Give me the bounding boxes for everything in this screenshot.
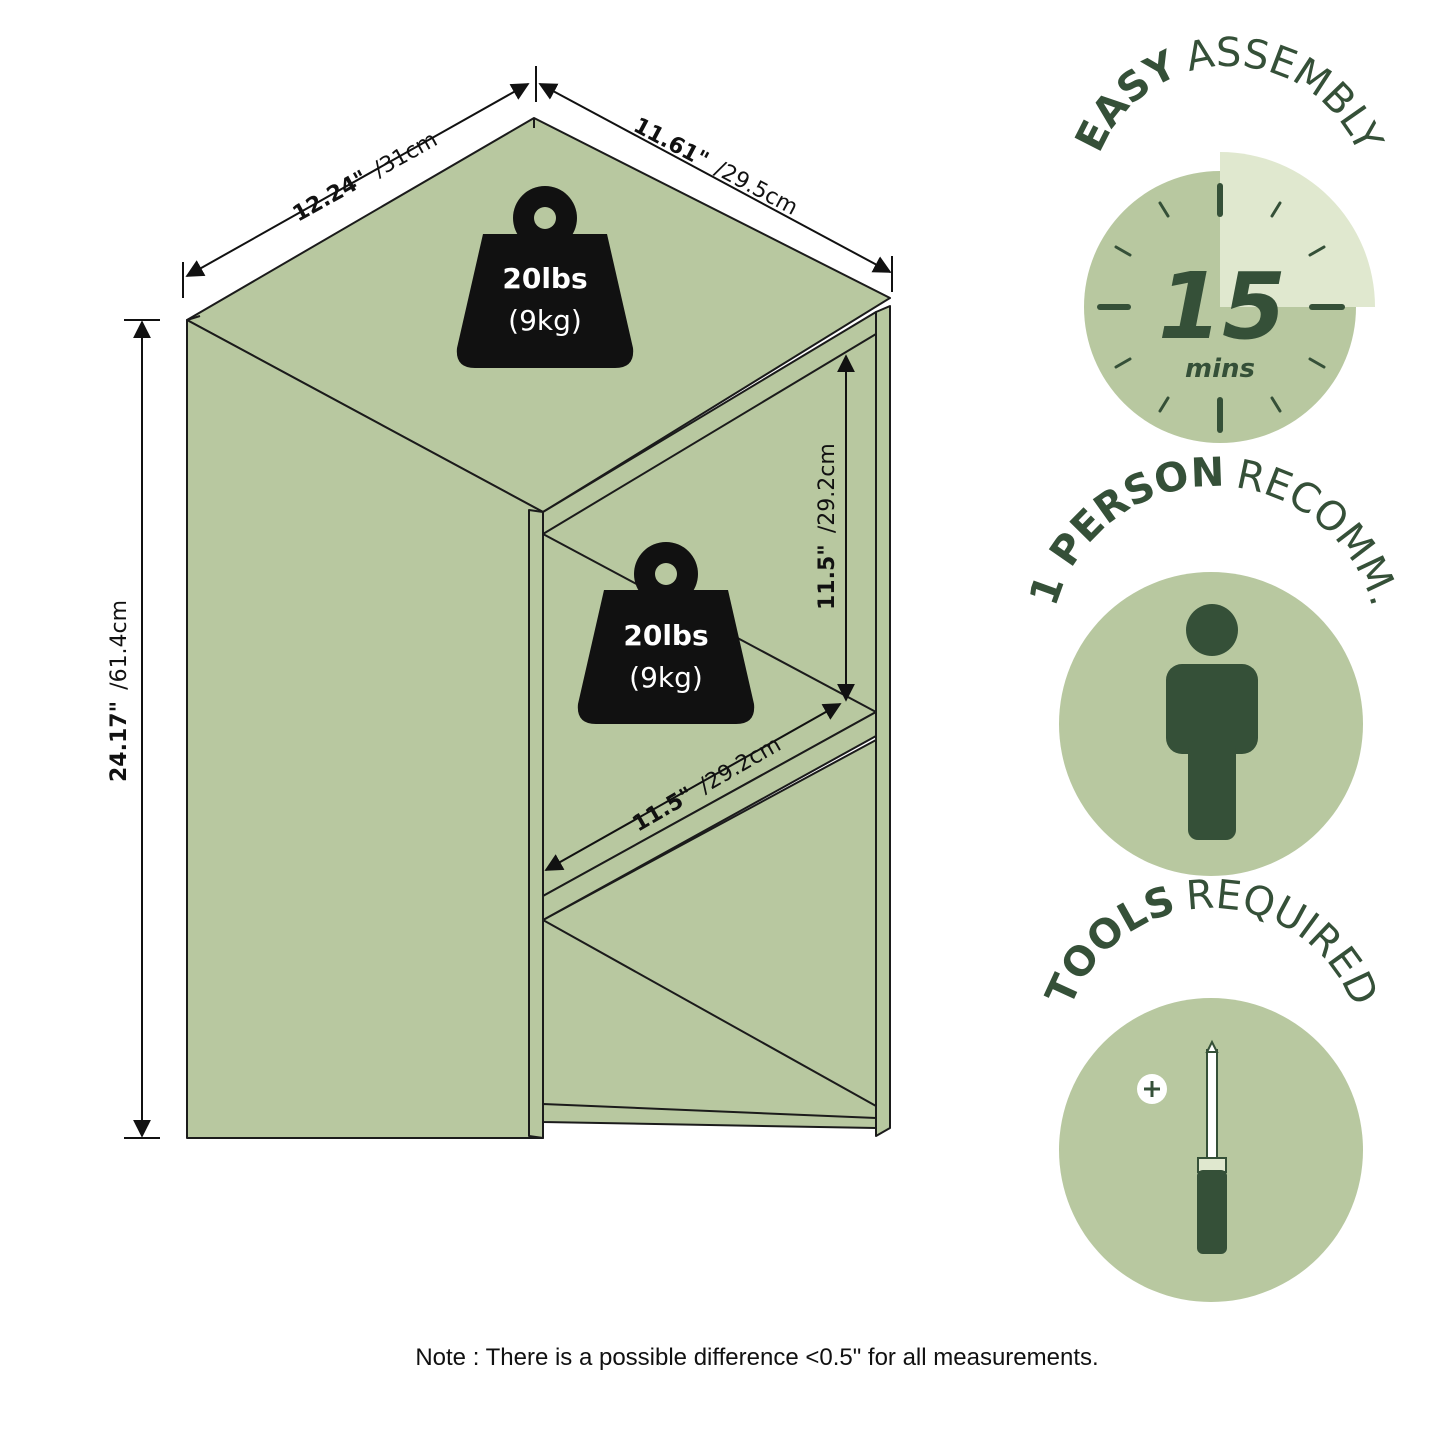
width-inches: 12.24" — [289, 166, 372, 227]
shelf-weight-lbs: 20lbs — [623, 619, 708, 652]
top-weight-kg: (9kg) — [508, 304, 582, 337]
lower-perspective-line — [542, 919, 877, 1107]
easy-assembly-badge: EASYASSEMBLY 15 mins — [1067, 30, 1392, 443]
screwdriver-icon — [1197, 1039, 1227, 1254]
assembly-minutes: 15 — [1158, 253, 1286, 360]
height-label: 24.17" /61.4cm — [107, 600, 132, 782]
person-icon — [1166, 604, 1258, 840]
cabinet-front-edge — [528, 509, 544, 1139]
dimension-lines — [124, 66, 893, 1139]
depth-inches: 11.61" — [629, 113, 712, 173]
shelf-weight-icon: 20lbs (9kg) — [577, 542, 755, 724]
top-slab-edge — [542, 311, 877, 535]
shelf-height-inches: 11.5" — [815, 544, 840, 610]
height-cm: /61.4cm — [107, 600, 132, 690]
height-inches: 24.17" — [107, 701, 132, 782]
top-weight-icon: 20lbs (9kg) — [456, 186, 634, 368]
depth-cm: /29.5cm — [711, 156, 802, 220]
shelf-height-label: 11.5" /29.2cm — [815, 443, 840, 610]
clock-elapsed-sector — [1220, 152, 1375, 307]
width-cm: /31cm — [369, 127, 441, 182]
shelf-weight-kg: (9kg) — [629, 661, 703, 694]
bottom-slab-edge — [542, 1103, 877, 1129]
phillips-plus-icon — [1137, 1074, 1167, 1104]
shelf-height-cm: /29.2cm — [815, 443, 840, 533]
assembly-minutes-unit: mins — [1185, 354, 1255, 384]
clock-ticks — [1097, 183, 1345, 433]
top-weight-lbs: 20lbs — [502, 262, 587, 295]
measurement-note: Note : There is a possible difference <0… — [415, 1344, 1098, 1371]
cabinet-right-edge — [875, 305, 891, 1137]
easy-assembly-title: EASYASSEMBLY — [1067, 30, 1392, 159]
